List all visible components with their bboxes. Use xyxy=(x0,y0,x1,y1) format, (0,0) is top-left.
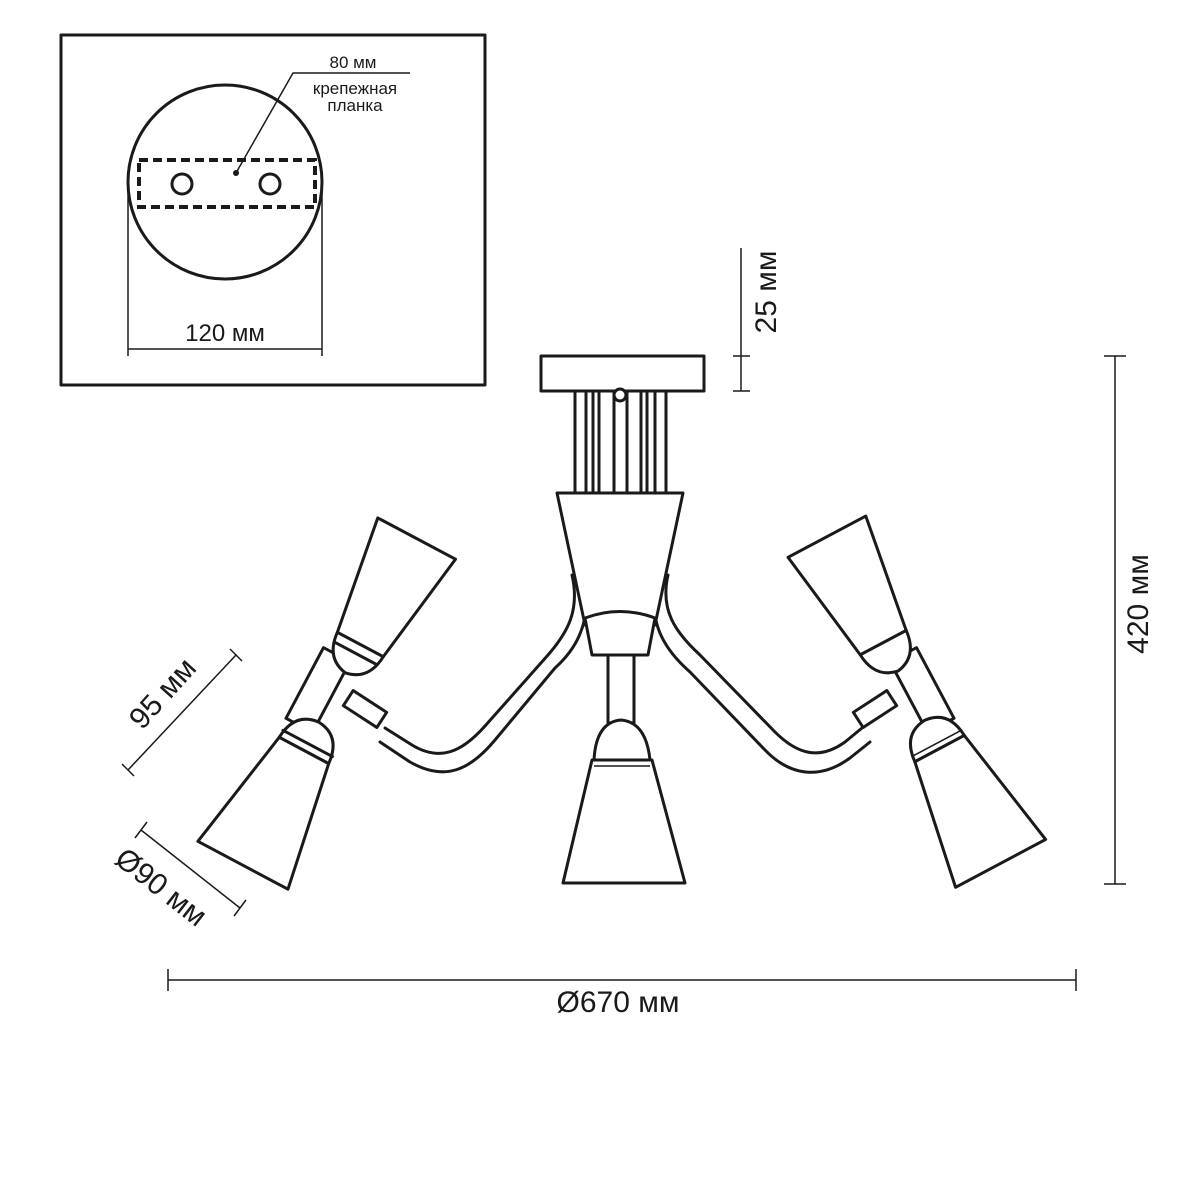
mounting-hole-right xyxy=(258,172,282,196)
right-lower-shade xyxy=(913,733,1048,889)
shade-diameter-label: Ø90 мм xyxy=(109,842,213,933)
canopy-height-label: 25 мм xyxy=(750,251,783,334)
total-height-label: 420 мм xyxy=(1122,554,1155,654)
mounting-plate-label-line2: планка xyxy=(327,96,383,115)
shade-length-dimension: 95 мм xyxy=(121,648,243,777)
center-stem xyxy=(606,653,636,725)
ceiling-canopy xyxy=(539,354,706,393)
mounting-hole-left xyxy=(170,172,194,196)
left-lamp xyxy=(196,516,457,891)
arm-left-inner xyxy=(383,573,576,755)
plate-leader-line xyxy=(235,72,410,174)
plate-hole-spacing-label: 80 мм xyxy=(329,53,376,72)
mounting-plate-outline xyxy=(137,158,317,209)
right-arm-connector xyxy=(851,689,899,729)
canopy-diameter-label: 120 мм xyxy=(185,320,265,347)
arm-right-inner xyxy=(664,573,864,755)
center-upper-shade-collar xyxy=(583,610,657,657)
right-upper-shade-collar xyxy=(858,628,912,675)
inset-frame xyxy=(59,33,487,387)
center-lower-shade-collar xyxy=(592,718,652,762)
chandelier-front-view xyxy=(196,354,1048,891)
right-lamp xyxy=(786,514,1048,889)
center-upper-shade xyxy=(555,491,685,627)
left-arm-connector xyxy=(341,689,389,729)
center-lower-shade xyxy=(561,758,687,885)
support-rods xyxy=(573,387,668,497)
total-height-dimension: 420 мм xyxy=(1104,355,1155,885)
mounting-plate-label-line1: крепежная xyxy=(313,79,397,98)
canopy-top-view-inset: 80 мм крепежная планка 120 мм xyxy=(59,33,487,387)
canopy-height-dimension: 25 мм xyxy=(733,248,783,392)
shade-length-label: 95 мм xyxy=(123,652,203,736)
left-lower-shade xyxy=(196,735,331,891)
canopy-circle xyxy=(126,83,324,281)
total-diameter-dimension: Ø670 мм xyxy=(167,969,1077,1019)
total-diameter-label: Ø670 мм xyxy=(557,986,680,1019)
